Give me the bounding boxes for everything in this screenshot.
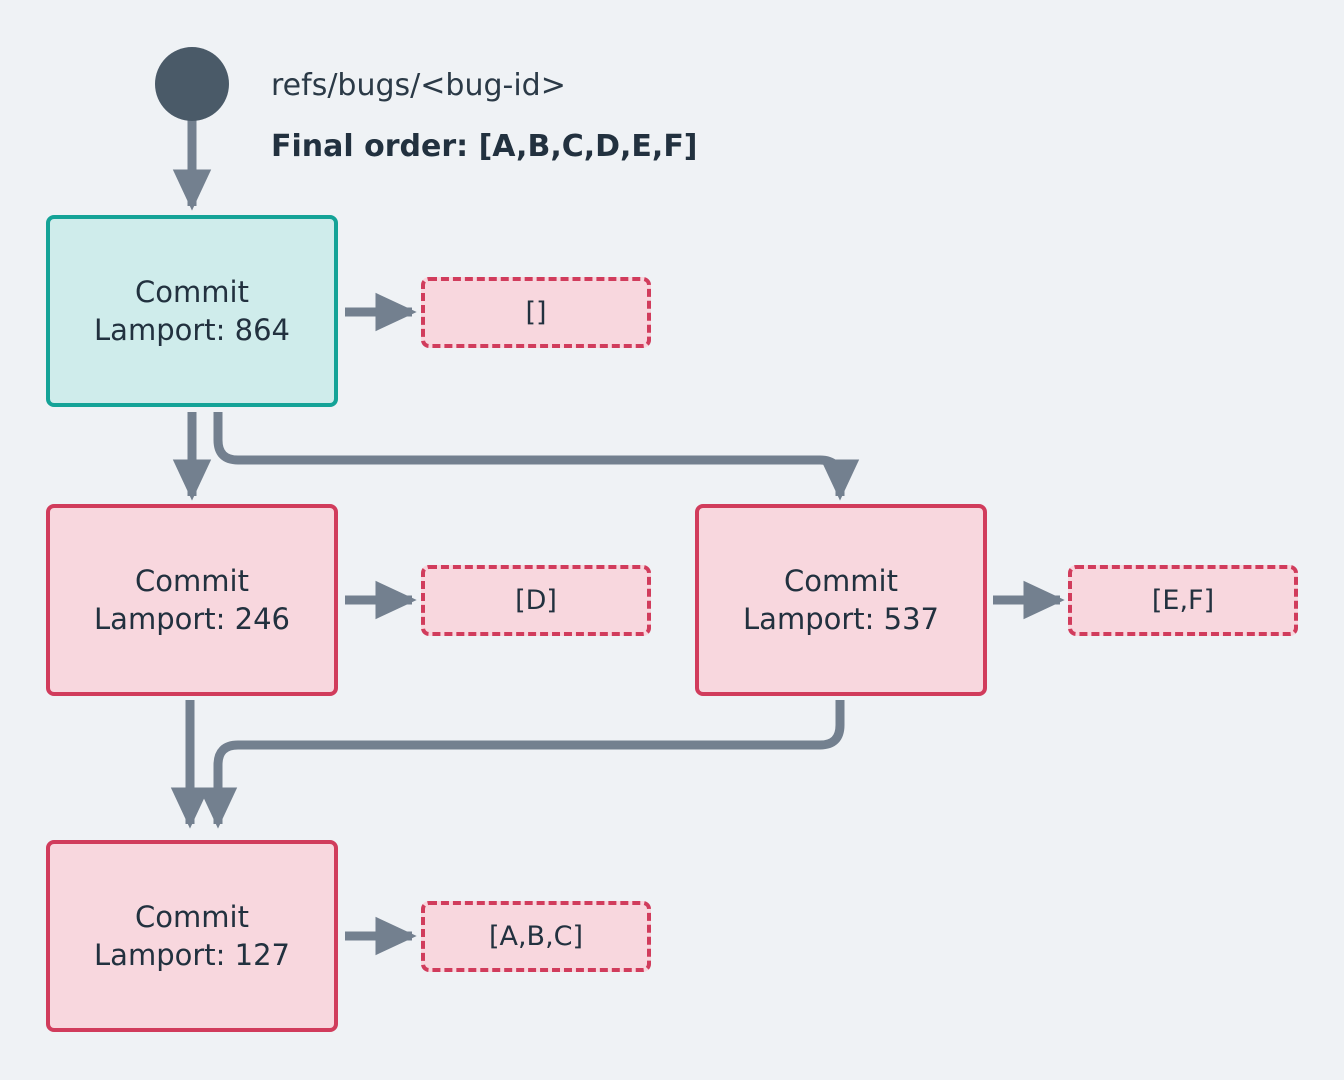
ref-path-label: refs/bugs/<bug-id> xyxy=(271,68,566,103)
commit-title: Commit xyxy=(135,274,249,309)
commit-node-246[interactable]: Commit Lamport: 246 xyxy=(46,504,338,696)
payload-box-864[interactable]: [] xyxy=(421,277,651,348)
root-node-dot[interactable] xyxy=(155,47,229,121)
commit-title: Commit xyxy=(135,563,249,598)
commit-lamport: Lamport: 246 xyxy=(94,602,290,636)
commit-title: Commit xyxy=(135,899,249,934)
payload-label: [A,B,C] xyxy=(488,920,584,952)
payload-box-127[interactable]: [A,B,C] xyxy=(421,901,651,972)
commit-lamport: Lamport: 864 xyxy=(94,313,290,347)
payload-label: [] xyxy=(525,296,547,328)
commit-node-537[interactable]: Commit Lamport: 537 xyxy=(695,504,987,696)
commit-title: Commit xyxy=(784,563,898,598)
payload-label: [D] xyxy=(515,584,557,616)
payload-box-537[interactable]: [E,F] xyxy=(1068,565,1298,636)
commit-lamport: Lamport: 127 xyxy=(94,938,290,972)
commit-node-864[interactable]: Commit Lamport: 864 xyxy=(46,215,338,407)
commit-lamport: Lamport: 537 xyxy=(743,602,939,636)
edge-commit-537-to-commit-127 xyxy=(198,700,845,829)
commit-node-127[interactable]: Commit Lamport: 127 xyxy=(46,840,338,1032)
final-order-label: Final order: [A,B,C,D,E,F] xyxy=(271,129,698,164)
edge-commit-864-to-commit-537 xyxy=(213,412,860,501)
payload-label: [E,F] xyxy=(1151,584,1215,616)
payload-box-246[interactable]: [D] xyxy=(421,565,651,636)
